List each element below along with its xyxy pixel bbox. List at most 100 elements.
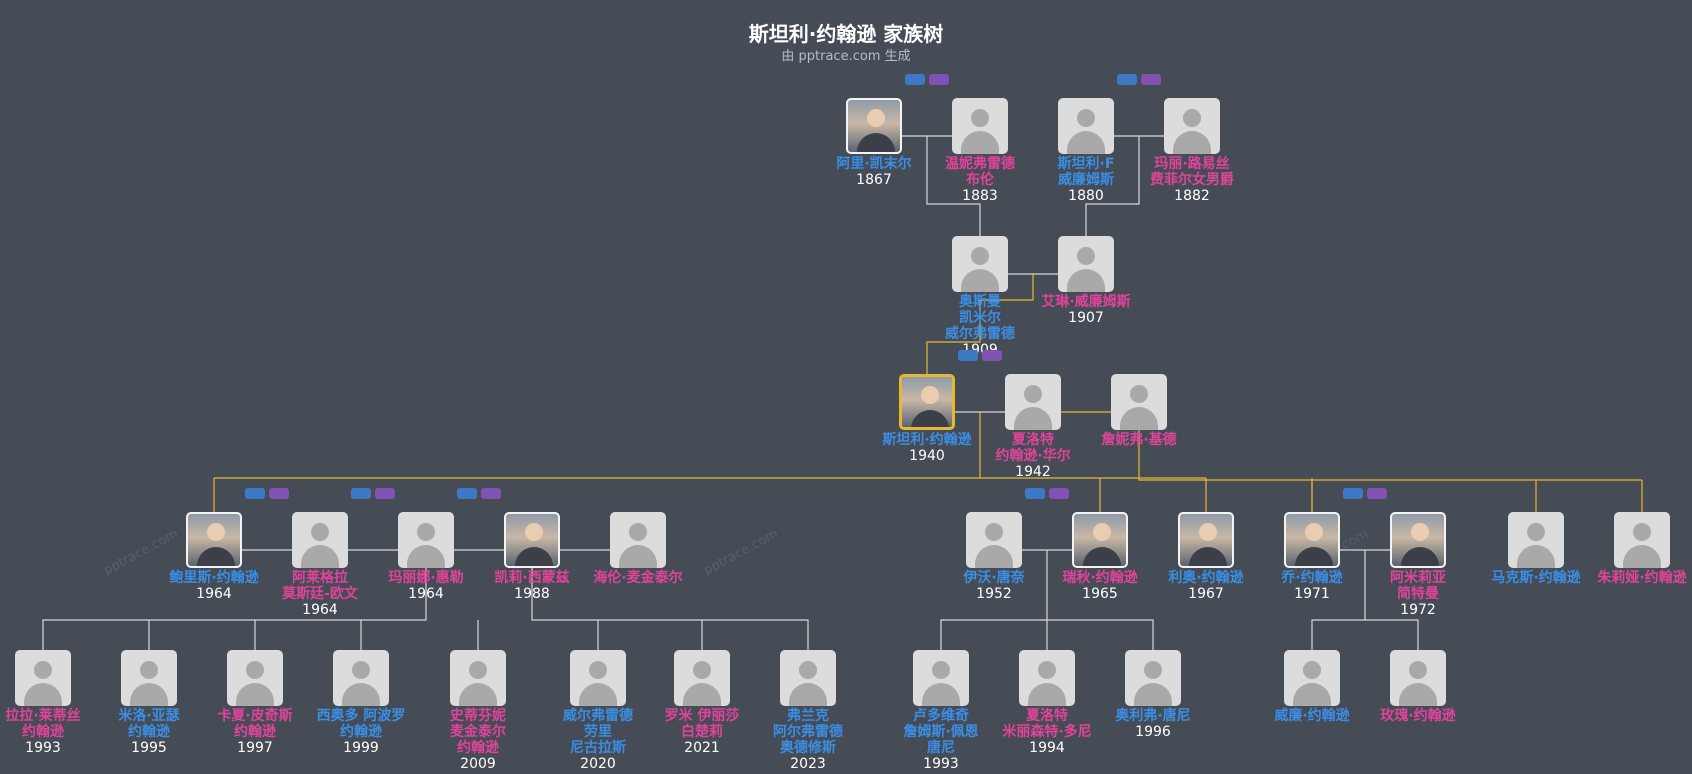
- person-name[interactable]: 西奥多 阿波罗约翰逊: [296, 708, 426, 740]
- person-name[interactable]: 卡夏·皮奇斯约翰逊: [190, 708, 320, 740]
- person-card[interactable]: 玫瑰·约翰逊: [1353, 650, 1483, 724]
- person-name[interactable]: 阿米莉亚简特曼: [1353, 570, 1483, 602]
- placeholder-avatar-icon[interactable]: [1111, 374, 1167, 430]
- person-name[interactable]: 鲍里斯·约翰逊: [149, 570, 279, 586]
- person-name[interactable]: 弗兰克阿尔弗雷德奥德修斯: [743, 708, 873, 756]
- person-name[interactable]: 史蒂芬妮麦金泰尔约翰逊: [413, 708, 543, 756]
- person-name[interactable]: 海伦·麦金泰尔: [573, 570, 703, 586]
- person-name[interactable]: 玛丽娜·惠勒: [361, 570, 491, 586]
- person-card[interactable]: 朱莉娅·约翰逊: [1577, 512, 1692, 586]
- portrait-photo[interactable]: [1072, 512, 1128, 568]
- relation-chip-blue[interactable]: [457, 488, 477, 499]
- placeholder-avatar-icon[interactable]: [952, 98, 1008, 154]
- placeholder-avatar-icon[interactable]: [1005, 374, 1061, 430]
- person-name[interactable]: 威廉·约翰逊: [1247, 708, 1377, 724]
- person-name[interactable]: 奥利弗·唐尼: [1088, 708, 1218, 724]
- portrait-photo[interactable]: [1390, 512, 1446, 568]
- placeholder-avatar-icon[interactable]: [333, 650, 389, 706]
- placeholder-avatar-icon[interactable]: [913, 650, 969, 706]
- relation-chip-purple[interactable]: [481, 488, 501, 499]
- placeholder-avatar-icon[interactable]: [450, 650, 506, 706]
- relation-chip-blue[interactable]: [351, 488, 371, 499]
- portrait-photo[interactable]: [1284, 512, 1340, 568]
- placeholder-avatar-icon[interactable]: [570, 650, 626, 706]
- person-name[interactable]: 艾琳·威廉姆斯: [1021, 294, 1151, 310]
- relation-chip-blue[interactable]: [1117, 74, 1137, 85]
- relation-chip-purple[interactable]: [982, 350, 1002, 361]
- person-name[interactable]: 温妮弗雷德布伦: [915, 156, 1045, 188]
- relation-chip-purple[interactable]: [1367, 488, 1387, 499]
- placeholder-avatar-icon[interactable]: [227, 650, 283, 706]
- person-name[interactable]: 凯莉·西蒙兹: [467, 570, 597, 586]
- placeholder-avatar-icon[interactable]: [674, 650, 730, 706]
- relation-chip-purple[interactable]: [929, 74, 949, 85]
- person-card[interactable]: 威廉·约翰逊: [1247, 650, 1377, 724]
- person-name[interactable]: 奥斯曼凯米尔威尔弗雷德: [915, 294, 1045, 342]
- portrait-photo[interactable]: [899, 374, 955, 430]
- portrait-photo[interactable]: [504, 512, 560, 568]
- portrait-photo[interactable]: [186, 512, 242, 568]
- placeholder-avatar-icon[interactable]: [1058, 236, 1114, 292]
- relation-chip-purple[interactable]: [375, 488, 395, 499]
- placeholder-avatar-icon[interactable]: [398, 512, 454, 568]
- placeholder-avatar-icon[interactable]: [1164, 98, 1220, 154]
- person-name[interactable]: 马克斯·约翰逊: [1471, 570, 1601, 586]
- person-name[interactable]: 拉拉·莱蒂丝约翰逊: [0, 708, 108, 740]
- placeholder-avatar-icon[interactable]: [780, 650, 836, 706]
- placeholder-avatar-icon[interactable]: [1125, 650, 1181, 706]
- placeholder-avatar-icon[interactable]: [15, 650, 71, 706]
- person-card[interactable]: 马克斯·约翰逊: [1471, 512, 1601, 586]
- placeholder-avatar-icon[interactable]: [1284, 650, 1340, 706]
- person-name[interactable]: 罗米 伊丽莎白楚莉: [637, 708, 767, 740]
- person-name[interactable]: 阿莱格拉莫斯廷-欧文: [255, 570, 385, 602]
- placeholder-avatar-icon[interactable]: [610, 512, 666, 568]
- person-name[interactable]: 伊沃·唐奈: [929, 570, 1059, 586]
- placeholder-avatar-icon[interactable]: [292, 512, 348, 568]
- person-name[interactable]: 卢多维奇詹姆斯·佩恩唐尼: [876, 708, 1006, 756]
- person-name[interactable]: 利奥·约翰逊: [1141, 570, 1271, 586]
- relation-chip-purple[interactable]: [1141, 74, 1161, 85]
- person-name[interactable]: 瑞秋·约翰逊: [1035, 570, 1165, 586]
- person-name[interactable]: 阿里·凯末尔: [809, 156, 939, 172]
- relation-chip-blue[interactable]: [958, 350, 978, 361]
- person-name[interactable]: 詹妮弗·基德: [1074, 432, 1204, 448]
- relation-chip-blue[interactable]: [1025, 488, 1045, 499]
- portrait-photo[interactable]: [1178, 512, 1234, 568]
- relation-chip-blue[interactable]: [1343, 488, 1363, 499]
- person-name[interactable]: 玫瑰·约翰逊: [1353, 708, 1483, 724]
- person-name[interactable]: 夏洛特约翰逊·华尔: [968, 432, 1098, 464]
- placeholder-avatar-icon[interactable]: [1508, 512, 1564, 568]
- relation-chip-blue[interactable]: [905, 74, 925, 85]
- placeholder-avatar-icon[interactable]: [952, 236, 1008, 292]
- relation-chip-blue[interactable]: [245, 488, 265, 499]
- person-card[interactable]: 詹妮弗·基德: [1074, 374, 1204, 448]
- person-name[interactable]: 玛丽·路易丝费菲尔女男爵: [1127, 156, 1257, 188]
- placeholder-avatar-icon[interactable]: [1019, 650, 1075, 706]
- portrait-photo[interactable]: [846, 98, 902, 154]
